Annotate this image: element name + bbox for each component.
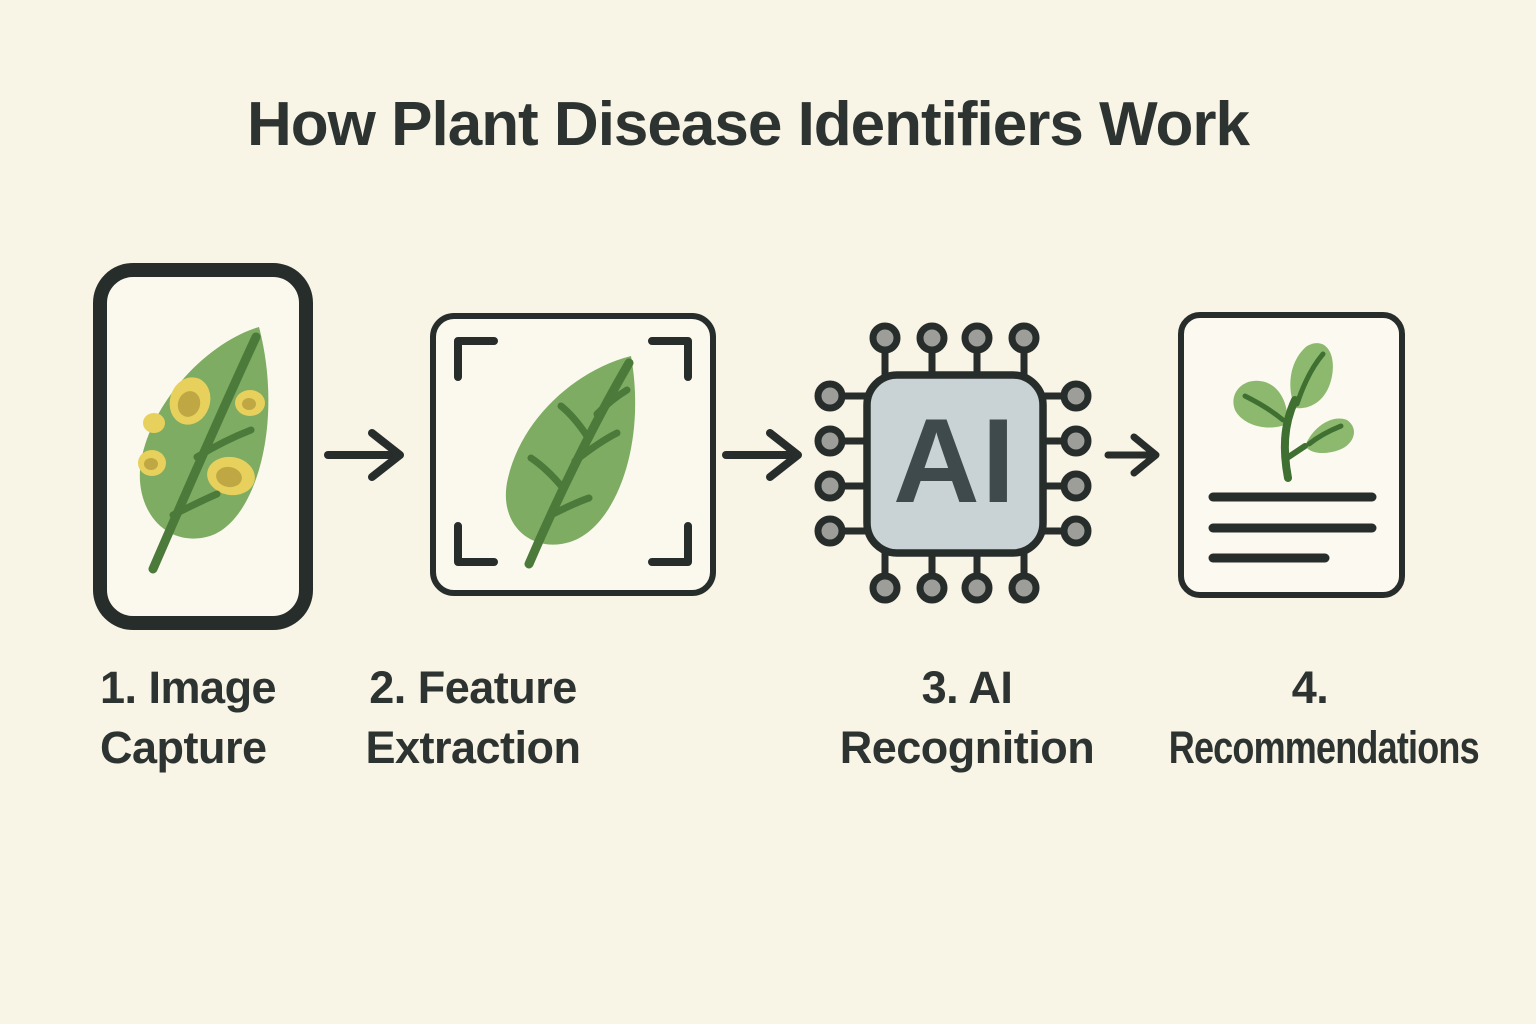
- step4-label: 4. Recommendations: [1130, 658, 1490, 778]
- step1-phone-frame: [93, 263, 313, 630]
- step4-label-line1: 4.: [1291, 662, 1329, 713]
- arrow-right-icon: [722, 429, 802, 481]
- step3-label: 3. AI Recognition: [817, 658, 1117, 778]
- step3-label-line1: 3. AI: [921, 662, 1013, 713]
- leaf-scan-icon: [454, 337, 692, 569]
- step2-label: 2. Feature Extraction: [323, 658, 623, 778]
- step2-scan-frame: [430, 313, 716, 596]
- step2-label-line2: Extraction: [365, 722, 581, 773]
- chip-ai-label: AI: [893, 394, 1017, 528]
- ai-chip-icon: AI: [814, 322, 1092, 604]
- step1-label: 1. Image Capture: [100, 658, 277, 778]
- step4-label-line2: Recommendations: [1168, 722, 1480, 773]
- step4-report-document: [1178, 312, 1405, 598]
- page-title: How Plant Disease Identifiers Work: [247, 90, 1250, 159]
- step1-label-line1: 1. Image: [100, 662, 277, 713]
- arrow-right-icon: [324, 429, 404, 481]
- step3-label-line2: Recognition: [839, 722, 1095, 773]
- sprout-document-icon: [1208, 343, 1377, 563]
- step2-label-line1: 2. Feature: [369, 662, 577, 713]
- arrow-right-icon: [1104, 433, 1160, 477]
- diseased-leaf-icon: [138, 327, 269, 574]
- step1-label-line2: Capture: [100, 722, 267, 773]
